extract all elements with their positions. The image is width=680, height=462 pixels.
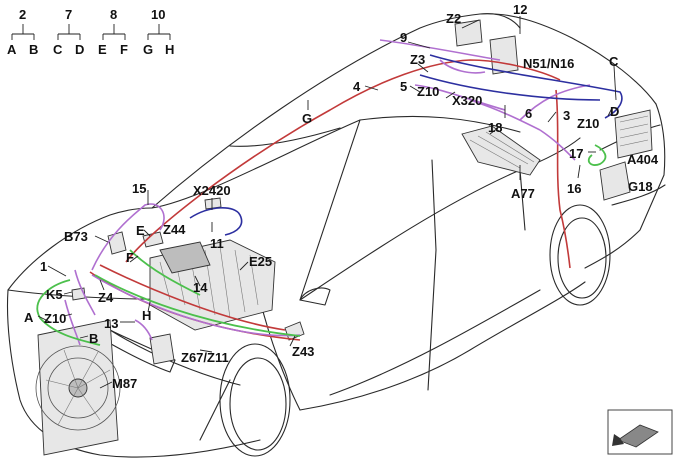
label-x320: X320 (452, 93, 482, 108)
box-z67-z11 (149, 333, 175, 365)
legend-group-7: 7 C D (53, 7, 84, 57)
label-b: B (89, 331, 98, 346)
label-n51-n16: N51/N16 (523, 56, 574, 71)
view-direction-arrow-icon (607, 409, 673, 455)
label-1: 1 (40, 259, 47, 274)
label-z43: Z43 (292, 344, 314, 359)
legend-letter: D (75, 42, 84, 57)
legend-number: 10 (151, 7, 165, 22)
label-a404: A404 (627, 152, 659, 167)
label-18: 18 (488, 120, 502, 135)
label-z10-right: Z10 (577, 116, 599, 131)
label-14: 14 (193, 280, 208, 295)
relay-k5 (71, 287, 86, 301)
label-b73: B73 (64, 229, 88, 244)
label-3: 3 (563, 108, 570, 123)
wire-legend: 2 A B 7 C D 8 E F 10 G H (7, 7, 174, 57)
radiator-fan-m87 (35, 319, 121, 456)
label-15: 15 (132, 181, 146, 196)
label-e25: E25 (249, 254, 272, 269)
label-z4: Z4 (98, 290, 114, 305)
module-n51-n16 (489, 35, 519, 75)
module-a77 (461, 125, 541, 176)
legend-letter: E (98, 42, 107, 57)
filter-z2 (454, 19, 483, 47)
label-f: F (126, 250, 134, 265)
legend-letter: C (53, 42, 63, 57)
label-z10-top: Z10 (417, 84, 439, 99)
label-g18: G18 (628, 179, 653, 194)
sensor-b73 (107, 231, 127, 255)
legend-letter: H (165, 42, 174, 57)
label-e: E (136, 223, 145, 238)
module-a404 (614, 109, 653, 159)
legend-letter: A (7, 42, 17, 57)
label-c: C (609, 54, 619, 69)
label-z2: Z2 (446, 11, 461, 26)
label-z44: Z44 (163, 222, 186, 237)
leader-lines (37, 16, 617, 389)
label-z67-z11: Z67/Z11 (181, 350, 229, 365)
legend-number: 8 (110, 7, 117, 22)
label-d: D (610, 104, 619, 119)
label-x2420: X2420 (193, 183, 231, 198)
label-a: A (24, 310, 34, 325)
label-6: 6 (525, 106, 532, 121)
label-17: 17 (569, 146, 583, 161)
legend-group-8: 8 E F (98, 7, 128, 57)
callout-labels: Z2 12 9 N51/N16 C Z3 4 5 Z10 X320 6 3 D … (24, 2, 659, 391)
legend-number: 7 (65, 7, 72, 22)
engine-e25 (149, 239, 276, 331)
label-z10-left: Z10 (44, 311, 66, 326)
legend-letter: F (120, 42, 128, 57)
label-4: 4 (353, 79, 361, 94)
label-k5: K5 (46, 287, 63, 302)
label-z3: Z3 (410, 52, 425, 67)
connector-x2420 (204, 197, 222, 210)
label-5: 5 (400, 79, 407, 94)
label-16: 16 (567, 181, 581, 196)
label-g: G (302, 111, 312, 126)
label-12: 12 (513, 2, 527, 17)
legend-number: 2 (19, 7, 26, 22)
legend-letter: B (29, 42, 38, 57)
label-h: H (142, 308, 151, 323)
label-m87: M87 (112, 376, 137, 391)
battery-g18 (599, 161, 631, 201)
legend-group-2: 2 A B (7, 7, 38, 57)
label-11: 11 (210, 236, 224, 251)
legend-letter: G (143, 42, 153, 57)
label-a77: A77 (511, 186, 535, 201)
wiring-harness (36, 39, 623, 346)
label-9: 9 (400, 30, 407, 45)
legend-group-10: 10 G H (143, 7, 174, 57)
label-13: 13 (104, 316, 118, 331)
